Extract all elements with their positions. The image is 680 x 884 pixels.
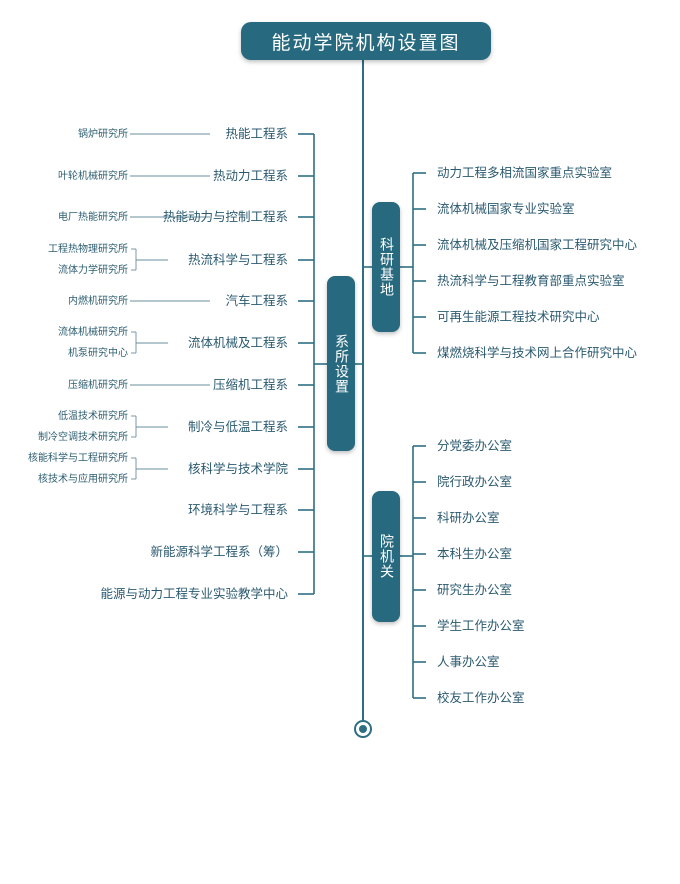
departments-box: 系所设置 [327, 276, 355, 451]
department-label: 能源与动力工程专业实验教学中心 [100, 586, 288, 601]
department-label: 环境科学与工程系 [187, 502, 288, 517]
research-base-label: 热流科学与工程教育部重点实验室 [437, 273, 625, 288]
department-label: 热能动力与控制工程系 [162, 209, 288, 224]
research-bases-box: 科研基地 [372, 202, 400, 332]
institute-label: 核技术与应用研究所 [38, 474, 128, 485]
office-label: 本科生办公室 [437, 546, 513, 561]
institute-label: 压缩机研究所 [68, 380, 128, 391]
department-label: 压缩机工程系 [212, 377, 288, 392]
office-label: 学生工作办公室 [437, 618, 525, 633]
institute-label: 制冷空调技术研究所 [38, 432, 128, 443]
department-label: 热能工程系 [225, 126, 288, 141]
department-label: 热流科学与工程系 [187, 252, 288, 267]
institute-label: 锅炉研究所 [78, 129, 128, 140]
institute-label: 流体力学研究所 [58, 265, 128, 276]
department-label: 热动力工程系 [212, 168, 288, 183]
institute-label: 工程热物理研究所 [48, 244, 128, 255]
research-base-label: 流体机械及压缩机国家工程研究中心 [437, 237, 638, 252]
research-base-label: 动力工程多相流国家重点实验室 [437, 165, 613, 180]
chart-title: 能动学院机构设置图 [241, 22, 491, 60]
office-label: 人事办公室 [437, 654, 500, 669]
institute-label: 流体机械研究所 [58, 327, 128, 338]
department-label: 新能源科学工程系（筹） [150, 544, 288, 559]
institute-label: 机泵研究中心 [68, 348, 128, 359]
office-label: 校友工作办公室 [437, 690, 525, 705]
research-base-label: 煤燃烧科学与技术网上合作研究中心 [437, 345, 638, 360]
institute-label: 低温技术研究所 [58, 411, 128, 422]
office-label: 院行政办公室 [437, 474, 513, 489]
office-label: 研究生办公室 [437, 582, 513, 597]
department-label: 汽车工程系 [225, 293, 288, 308]
department-label: 制冷与低温工程系 [187, 419, 288, 434]
end-node-icon [354, 720, 372, 738]
department-label: 流体机械及工程系 [187, 335, 288, 350]
institute-label: 内燃机研究所 [68, 296, 128, 307]
institute-label: 核能科学与工程研究所 [28, 453, 128, 464]
department-label: 核科学与技术学院 [187, 461, 288, 476]
institute-label: 叶轮机械研究所 [58, 171, 128, 182]
office-label: 分党委办公室 [437, 438, 513, 453]
research-base-label: 流体机械国家专业实验室 [437, 201, 575, 216]
institute-label: 电厂热能研究所 [58, 212, 128, 223]
administration-box: 院机关 [372, 491, 400, 622]
office-label: 科研办公室 [437, 510, 500, 525]
research-base-label: 可再生能源工程技术研究中心 [437, 309, 600, 324]
